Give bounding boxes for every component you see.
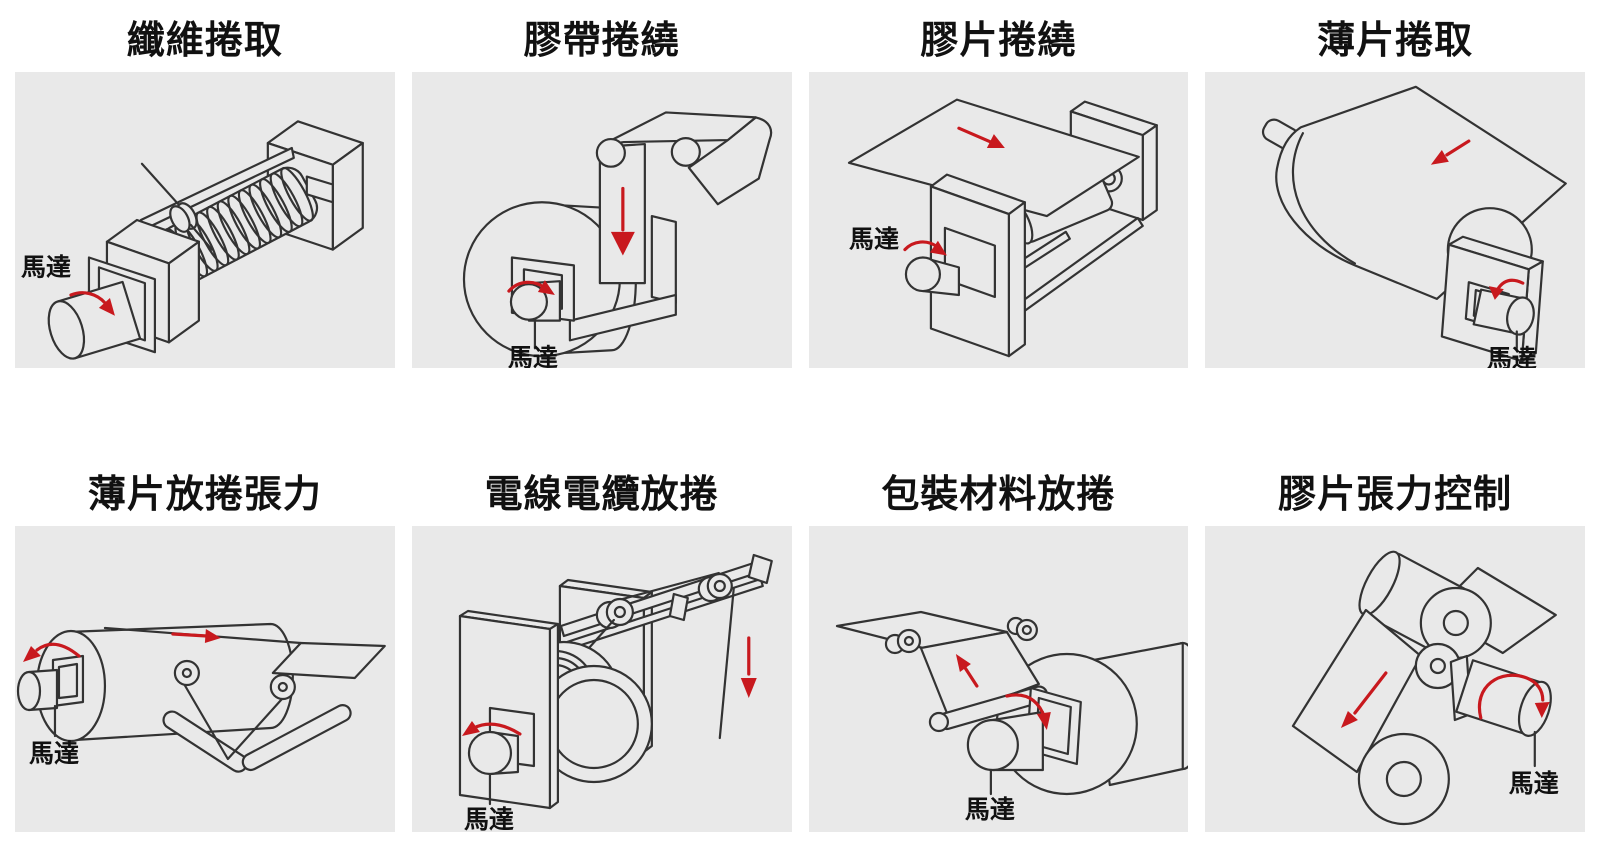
flow-arrow-icon xyxy=(956,126,1005,148)
thread-and-guide xyxy=(140,162,213,251)
panel-wire-cable-unwind: 電線電纜放捲 xyxy=(411,368,792,832)
motor-label: 馬達 xyxy=(21,253,71,281)
packaging-unwind-illustration: 馬達 xyxy=(835,610,1189,824)
motor xyxy=(966,710,1044,772)
roller xyxy=(595,138,626,168)
rotation-arrow-icon xyxy=(507,280,555,295)
panel-title: 膠帶捲繞 xyxy=(523,19,680,62)
tape-drape xyxy=(687,116,772,206)
motor xyxy=(904,256,960,297)
roller xyxy=(269,673,296,701)
panel-sheet-winding: 薄片捲取 xyxy=(1205,0,1585,368)
panel-title: 膠片張力控制 xyxy=(1278,473,1513,516)
exit-sheet xyxy=(271,641,386,680)
rotation-arrow-icon xyxy=(69,291,115,316)
panel-packaging-unwind: 包裝材料放捲 xyxy=(808,368,1189,832)
panel-title: 薄片捲取 xyxy=(1317,19,1474,62)
rotation-arrow-icon xyxy=(1489,278,1525,300)
bracket-arm xyxy=(568,293,677,342)
film-band xyxy=(1292,608,1423,774)
motor-label: 馬達 xyxy=(464,806,514,832)
stub-roller xyxy=(1006,616,1038,642)
motor-label: 馬達 xyxy=(848,226,898,254)
sheet-unwind-illustration: 馬達 xyxy=(16,622,386,773)
motor-label: 馬達 xyxy=(29,740,79,768)
panel-tape-winding: 膠帶捲繞 xyxy=(411,0,792,368)
sheet-festoon xyxy=(181,680,284,761)
motor-label: 馬達 xyxy=(964,796,1014,824)
spool-axle xyxy=(305,175,334,204)
panel-sheet-unwind-tension: 薄片放捲張力 xyxy=(15,368,395,832)
wire xyxy=(617,571,720,602)
rotation-arrow-icon xyxy=(902,240,947,256)
applications-row-1: 纖維捲取 xyxy=(0,0,1600,368)
film-winding-illustration: 馬達 xyxy=(847,98,1158,358)
wire-guide xyxy=(668,592,689,622)
panel-title: 電線電纜放捲 xyxy=(484,473,719,516)
panel-title: 包裝材料放捲 xyxy=(881,473,1116,516)
panel-film-winding: 膠片捲繞 xyxy=(808,0,1189,368)
motor xyxy=(16,668,59,712)
roller xyxy=(173,659,200,687)
flow-arrow-icon xyxy=(955,654,978,688)
bracket-riser xyxy=(650,214,677,304)
sheet-band xyxy=(919,630,1040,720)
panel-film-tension-control: 膠片張力控制 xyxy=(1205,368,1585,832)
fiber-winding-illustration: 馬達 xyxy=(21,120,364,360)
motor xyxy=(467,730,519,776)
sheet-winding-illustration: 馬達 xyxy=(1262,85,1568,368)
left-plate xyxy=(929,173,1026,358)
rotation-arrow-icon xyxy=(1004,693,1051,730)
pulley xyxy=(697,572,733,603)
flow-arrow-icon xyxy=(171,629,221,643)
motor xyxy=(47,280,142,360)
tape-winding-illustration: 馬達 xyxy=(462,111,772,368)
lower-roll xyxy=(1358,732,1451,826)
support-bar xyxy=(241,704,352,772)
panel-title: 薄片放捲張力 xyxy=(87,473,322,516)
motor-label: 馬達 xyxy=(508,344,558,368)
roller xyxy=(670,137,701,167)
front-plate xyxy=(458,609,559,810)
flow-arrow-icon xyxy=(610,186,635,256)
stub-roller xyxy=(884,628,921,655)
motor-label: 馬達 xyxy=(1487,345,1537,368)
motor-label: 馬達 xyxy=(1509,770,1559,798)
motor xyxy=(1472,288,1536,336)
panel-title: 纖維捲取 xyxy=(126,19,283,62)
roll-curve xyxy=(1292,132,1357,265)
flow-arrow-icon xyxy=(1431,139,1471,165)
falling-wire xyxy=(718,586,735,740)
guide-roller-end xyxy=(928,711,949,733)
motor xyxy=(509,280,561,322)
film-tension-illustration: 馬達 xyxy=(1292,550,1559,826)
rotation-arrow-icon xyxy=(1478,673,1551,720)
flow-arrow-icon xyxy=(1341,671,1388,728)
rotation-arrow-icon xyxy=(461,721,522,736)
panel-title: 膠片捲繞 xyxy=(920,19,1077,62)
rotation-arrow-icon xyxy=(22,642,81,662)
panel-fiber-winding: 纖維捲取 xyxy=(15,0,395,368)
wire-unwind-illustration: 馬達 xyxy=(458,553,773,832)
motor-mount xyxy=(51,654,85,708)
upper-roll xyxy=(1358,550,1493,660)
pulley xyxy=(595,597,634,630)
flow-arrow-icon xyxy=(740,636,757,698)
applications-row-2: 薄片放捲張力 xyxy=(0,368,1600,832)
